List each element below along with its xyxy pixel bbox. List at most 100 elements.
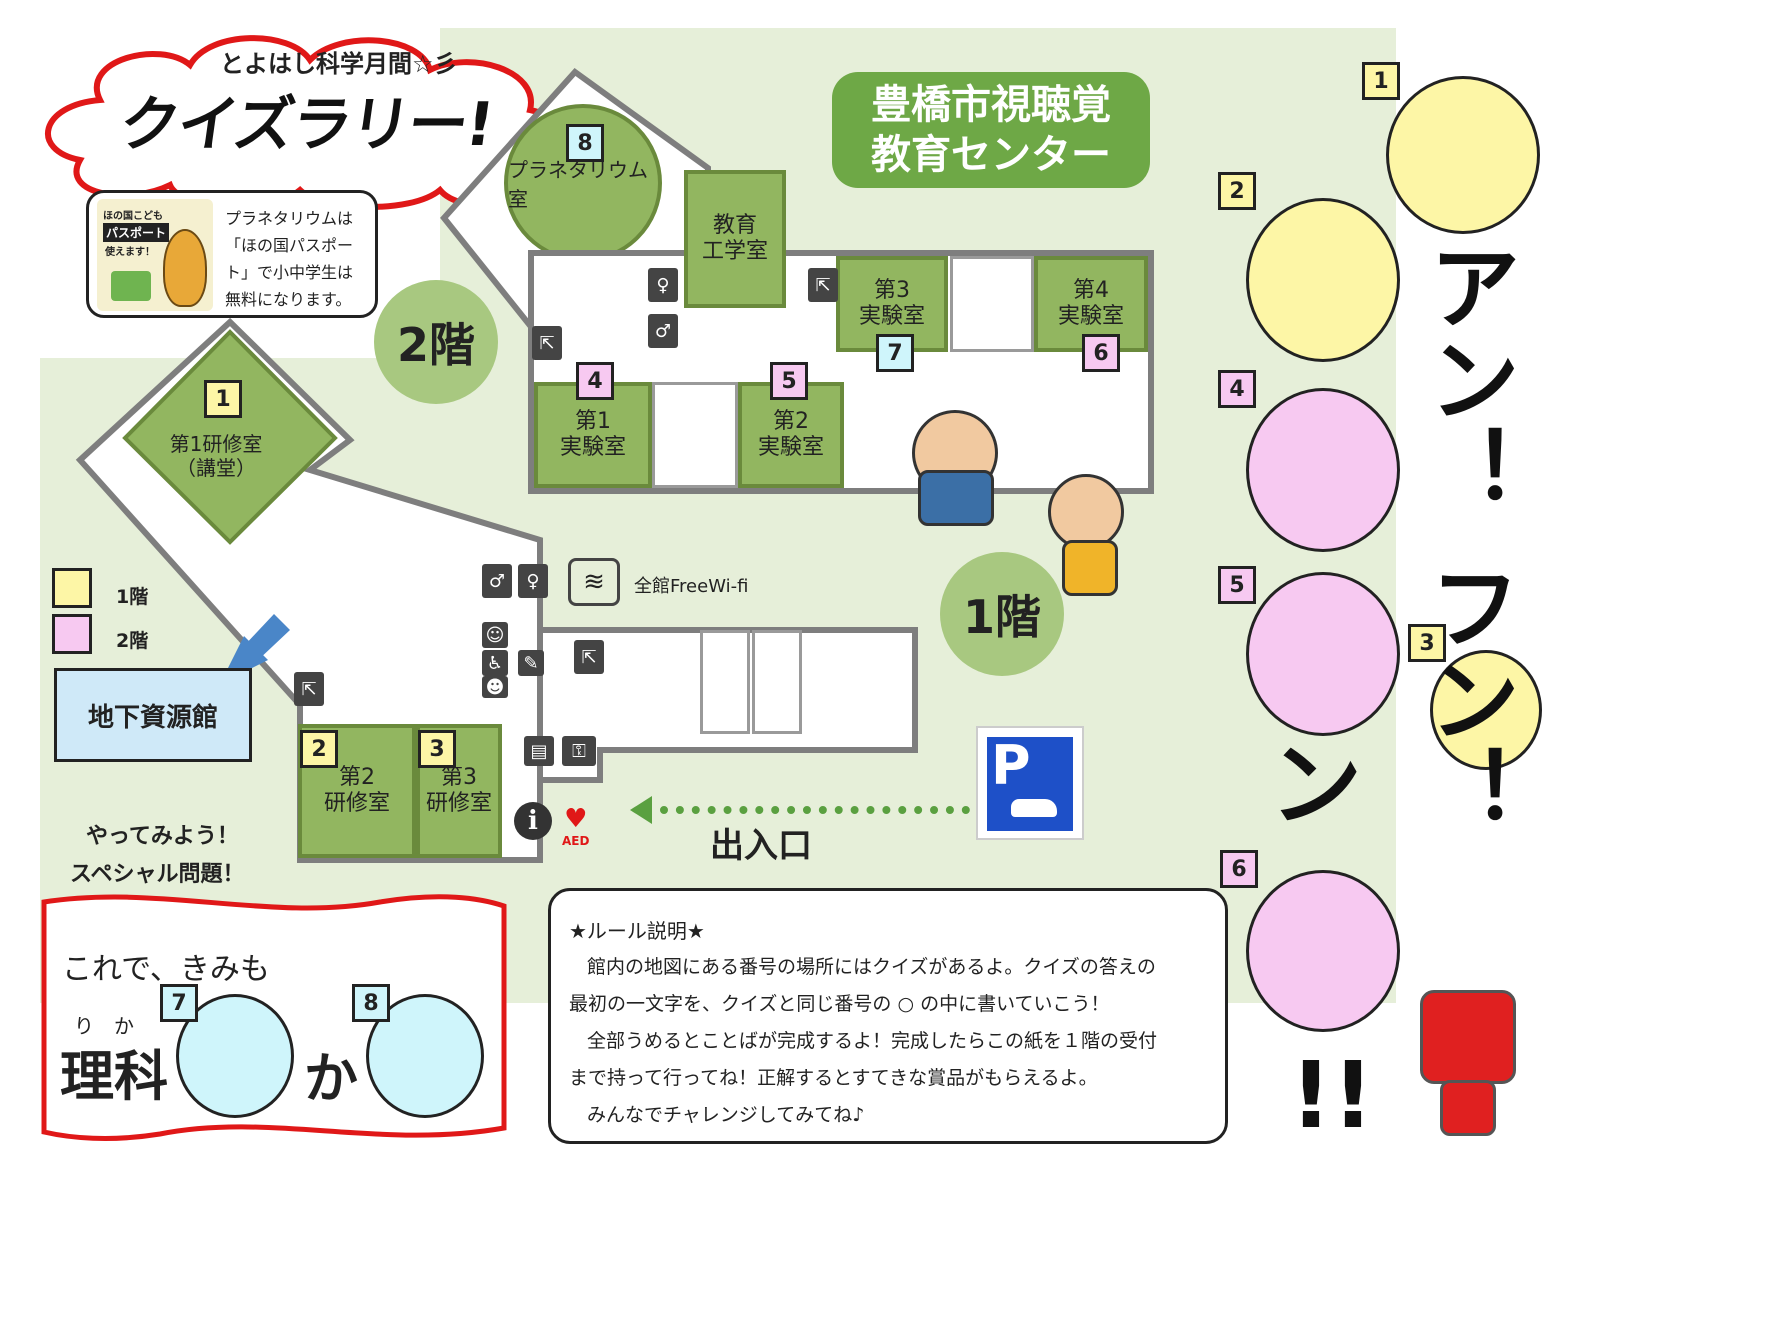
passport-badge-main: パスポート bbox=[103, 223, 170, 242]
basement-museum: 地下資源館 bbox=[54, 668, 252, 762]
diaper-icon: ✎ bbox=[518, 650, 544, 676]
marker-7: 7 bbox=[876, 334, 914, 372]
rules-line: みんなでチャレンジしてみてね♪ bbox=[587, 1104, 865, 1126]
entrance-label: 出入口 bbox=[710, 826, 812, 866]
answer-text-n: ン bbox=[1270, 732, 1363, 839]
marker-8: 8 bbox=[566, 124, 604, 162]
passport-card-icon bbox=[111, 271, 151, 301]
rules-line: 最初の一文字を、クイズと同じ番号の ○ の中に書いていこう！ bbox=[569, 993, 1110, 1015]
car-icon bbox=[1011, 799, 1057, 817]
prep-room bbox=[652, 382, 738, 488]
planetarium-room: プラネタリウム室 bbox=[504, 104, 662, 262]
special-line: これで、きみも bbox=[62, 952, 270, 987]
passport-text-line: ト」で小中学生は bbox=[225, 263, 354, 282]
answer-circle-5[interactable] bbox=[1246, 572, 1400, 736]
passport-text: プラネタリウムは 「ほの国パスポー ト」で小中学生は 無料になります。 bbox=[225, 205, 353, 313]
center-name-line1: 豊橋市視聴覚 bbox=[871, 82, 1111, 128]
answer-circle-3[interactable] bbox=[1430, 650, 1542, 770]
rules-body: 館内の地図にある番号の場所にはクイズがあるよ。クイズの答えの 最初の一文字を、ク… bbox=[569, 949, 1219, 1134]
restroom-women-icon: ♀ bbox=[648, 268, 678, 302]
marker-6: 6 bbox=[1082, 334, 1120, 372]
marker-1: 1 bbox=[204, 380, 242, 418]
storage-room bbox=[950, 256, 1034, 352]
wheelchair-icon: ♿ bbox=[482, 650, 508, 676]
passport-text-line: プラネタリウムは bbox=[225, 209, 354, 228]
restroom-men-icon: ♂ bbox=[482, 564, 512, 598]
parking-sign: P bbox=[976, 726, 1084, 840]
rules-line: 館内の地図にある番号の場所にはクイズがあるよ。クイズの答えの bbox=[587, 956, 1156, 978]
answer-circle-1[interactable] bbox=[1386, 76, 1540, 234]
aed-icon: ♥ AED bbox=[562, 804, 590, 848]
special-ruby: り か bbox=[74, 1014, 134, 1038]
passport-badge-top: ほの国こども bbox=[103, 211, 163, 222]
marker-5: 5 bbox=[1218, 566, 1256, 604]
legend-swatch-1f bbox=[52, 568, 92, 608]
room-small bbox=[752, 630, 802, 734]
entrance-path bbox=[660, 806, 970, 814]
mascot-icon bbox=[163, 229, 207, 307]
answer-circle-2[interactable] bbox=[1246, 198, 1400, 362]
marker-6: 6 bbox=[1220, 850, 1258, 888]
marker-1: 1 bbox=[1362, 62, 1400, 100]
passport-text-line: 「ほの国パスポー bbox=[225, 236, 354, 255]
rules-line: まで持って行ってね！正解するとすてきな賞品がもらえるよ。 bbox=[569, 1067, 1098, 1089]
special-word: 理科 bbox=[60, 1045, 168, 1108]
marker-3: 3 bbox=[1408, 624, 1446, 662]
page-title: クイズラリー! bbox=[115, 90, 497, 160]
marker-8: 8 bbox=[352, 984, 390, 1022]
restroom-men-icon: ♂ bbox=[648, 314, 678, 348]
answer-circle-4[interactable] bbox=[1246, 388, 1400, 552]
special-heading1: やってみよう！ bbox=[86, 824, 239, 849]
wifi-icon: ≋ bbox=[568, 558, 620, 606]
marker-2: 2 bbox=[1218, 172, 1256, 210]
floor2-corridor bbox=[534, 350, 1148, 384]
center-name-line2: 教育センター bbox=[871, 132, 1111, 178]
training1-room: 第1研修室 （講堂） bbox=[169, 432, 263, 480]
ticket-machine-icon: ▤ bbox=[524, 736, 554, 766]
legend-label-2f: 2階 bbox=[116, 630, 149, 652]
special-heading2: スペシャル問題！ bbox=[70, 862, 245, 887]
parking-sign-inner: P bbox=[984, 734, 1076, 834]
room-small bbox=[700, 630, 750, 734]
passport-box: ほの国こども パスポート 使えます！ プラネタリウムは 「ほの国パスポー ト」で… bbox=[86, 190, 378, 318]
floor1-label: 1階 bbox=[940, 552, 1064, 676]
entrance-arrow-icon bbox=[630, 796, 652, 824]
marker-3: 3 bbox=[418, 730, 456, 768]
answer-text-exclaim: !! bbox=[1290, 1042, 1374, 1149]
marker-4: 4 bbox=[1218, 370, 1256, 408]
info-icon: i bbox=[514, 802, 552, 840]
rules-title: ★ルール説明★ bbox=[569, 919, 705, 943]
character-boy2-icon bbox=[1048, 474, 1124, 550]
restroom-women-icon: ♀ bbox=[518, 564, 548, 598]
baby-icon: ☻ bbox=[482, 676, 508, 698]
legend-label-1f: 1階 bbox=[116, 586, 149, 608]
nursing-room-icon: ☺ bbox=[482, 622, 508, 648]
marker-7: 7 bbox=[160, 984, 198, 1022]
special-ka: か bbox=[304, 1047, 358, 1110]
arrow-down-left-icon bbox=[220, 614, 290, 684]
emergency-exit-icon: ⇱ bbox=[294, 672, 324, 706]
robot-mascot-body bbox=[1440, 1080, 1496, 1136]
subtitle: とよはし科学月間☆彡 bbox=[220, 50, 458, 78]
wifi-label: 全館FreeWi-fi bbox=[634, 576, 749, 597]
passport-badge-bottom: 使えます！ bbox=[105, 247, 155, 258]
robot-mascot-icon bbox=[1420, 990, 1516, 1084]
character-boy2-body bbox=[1062, 540, 1118, 596]
marker-4: 4 bbox=[576, 362, 614, 400]
center-name: 豊橋市視聴覚 教育センター bbox=[832, 72, 1150, 188]
emergency-exit-icon: ⇱ bbox=[532, 326, 562, 360]
character-boy1-body bbox=[918, 470, 994, 526]
rules-box: ★ルール説明★ 館内の地図にある番号の場所にはクイズがあるよ。クイズの答えの 最… bbox=[548, 888, 1228, 1144]
passport-image: ほの国こども パスポート 使えます！ bbox=[97, 199, 213, 311]
locker-icon: ⚿ bbox=[562, 736, 596, 766]
answer-circle-6[interactable] bbox=[1246, 870, 1400, 1032]
answer-text-an: アン！ bbox=[1413, 240, 1520, 516]
edu-lab-room: 教育工学室 bbox=[684, 170, 786, 308]
emergency-exit-icon: ⇱ bbox=[574, 640, 604, 674]
floor2-label: 2階 bbox=[374, 280, 498, 404]
emergency-exit-icon: ⇱ bbox=[808, 268, 838, 302]
passport-text-line: 無料になります。 bbox=[225, 290, 352, 309]
rules-line: 全部うめるとことばが完成するよ！完成したらこの紙を１階の受付 bbox=[587, 1030, 1158, 1052]
legend-swatch-2f bbox=[52, 614, 92, 654]
